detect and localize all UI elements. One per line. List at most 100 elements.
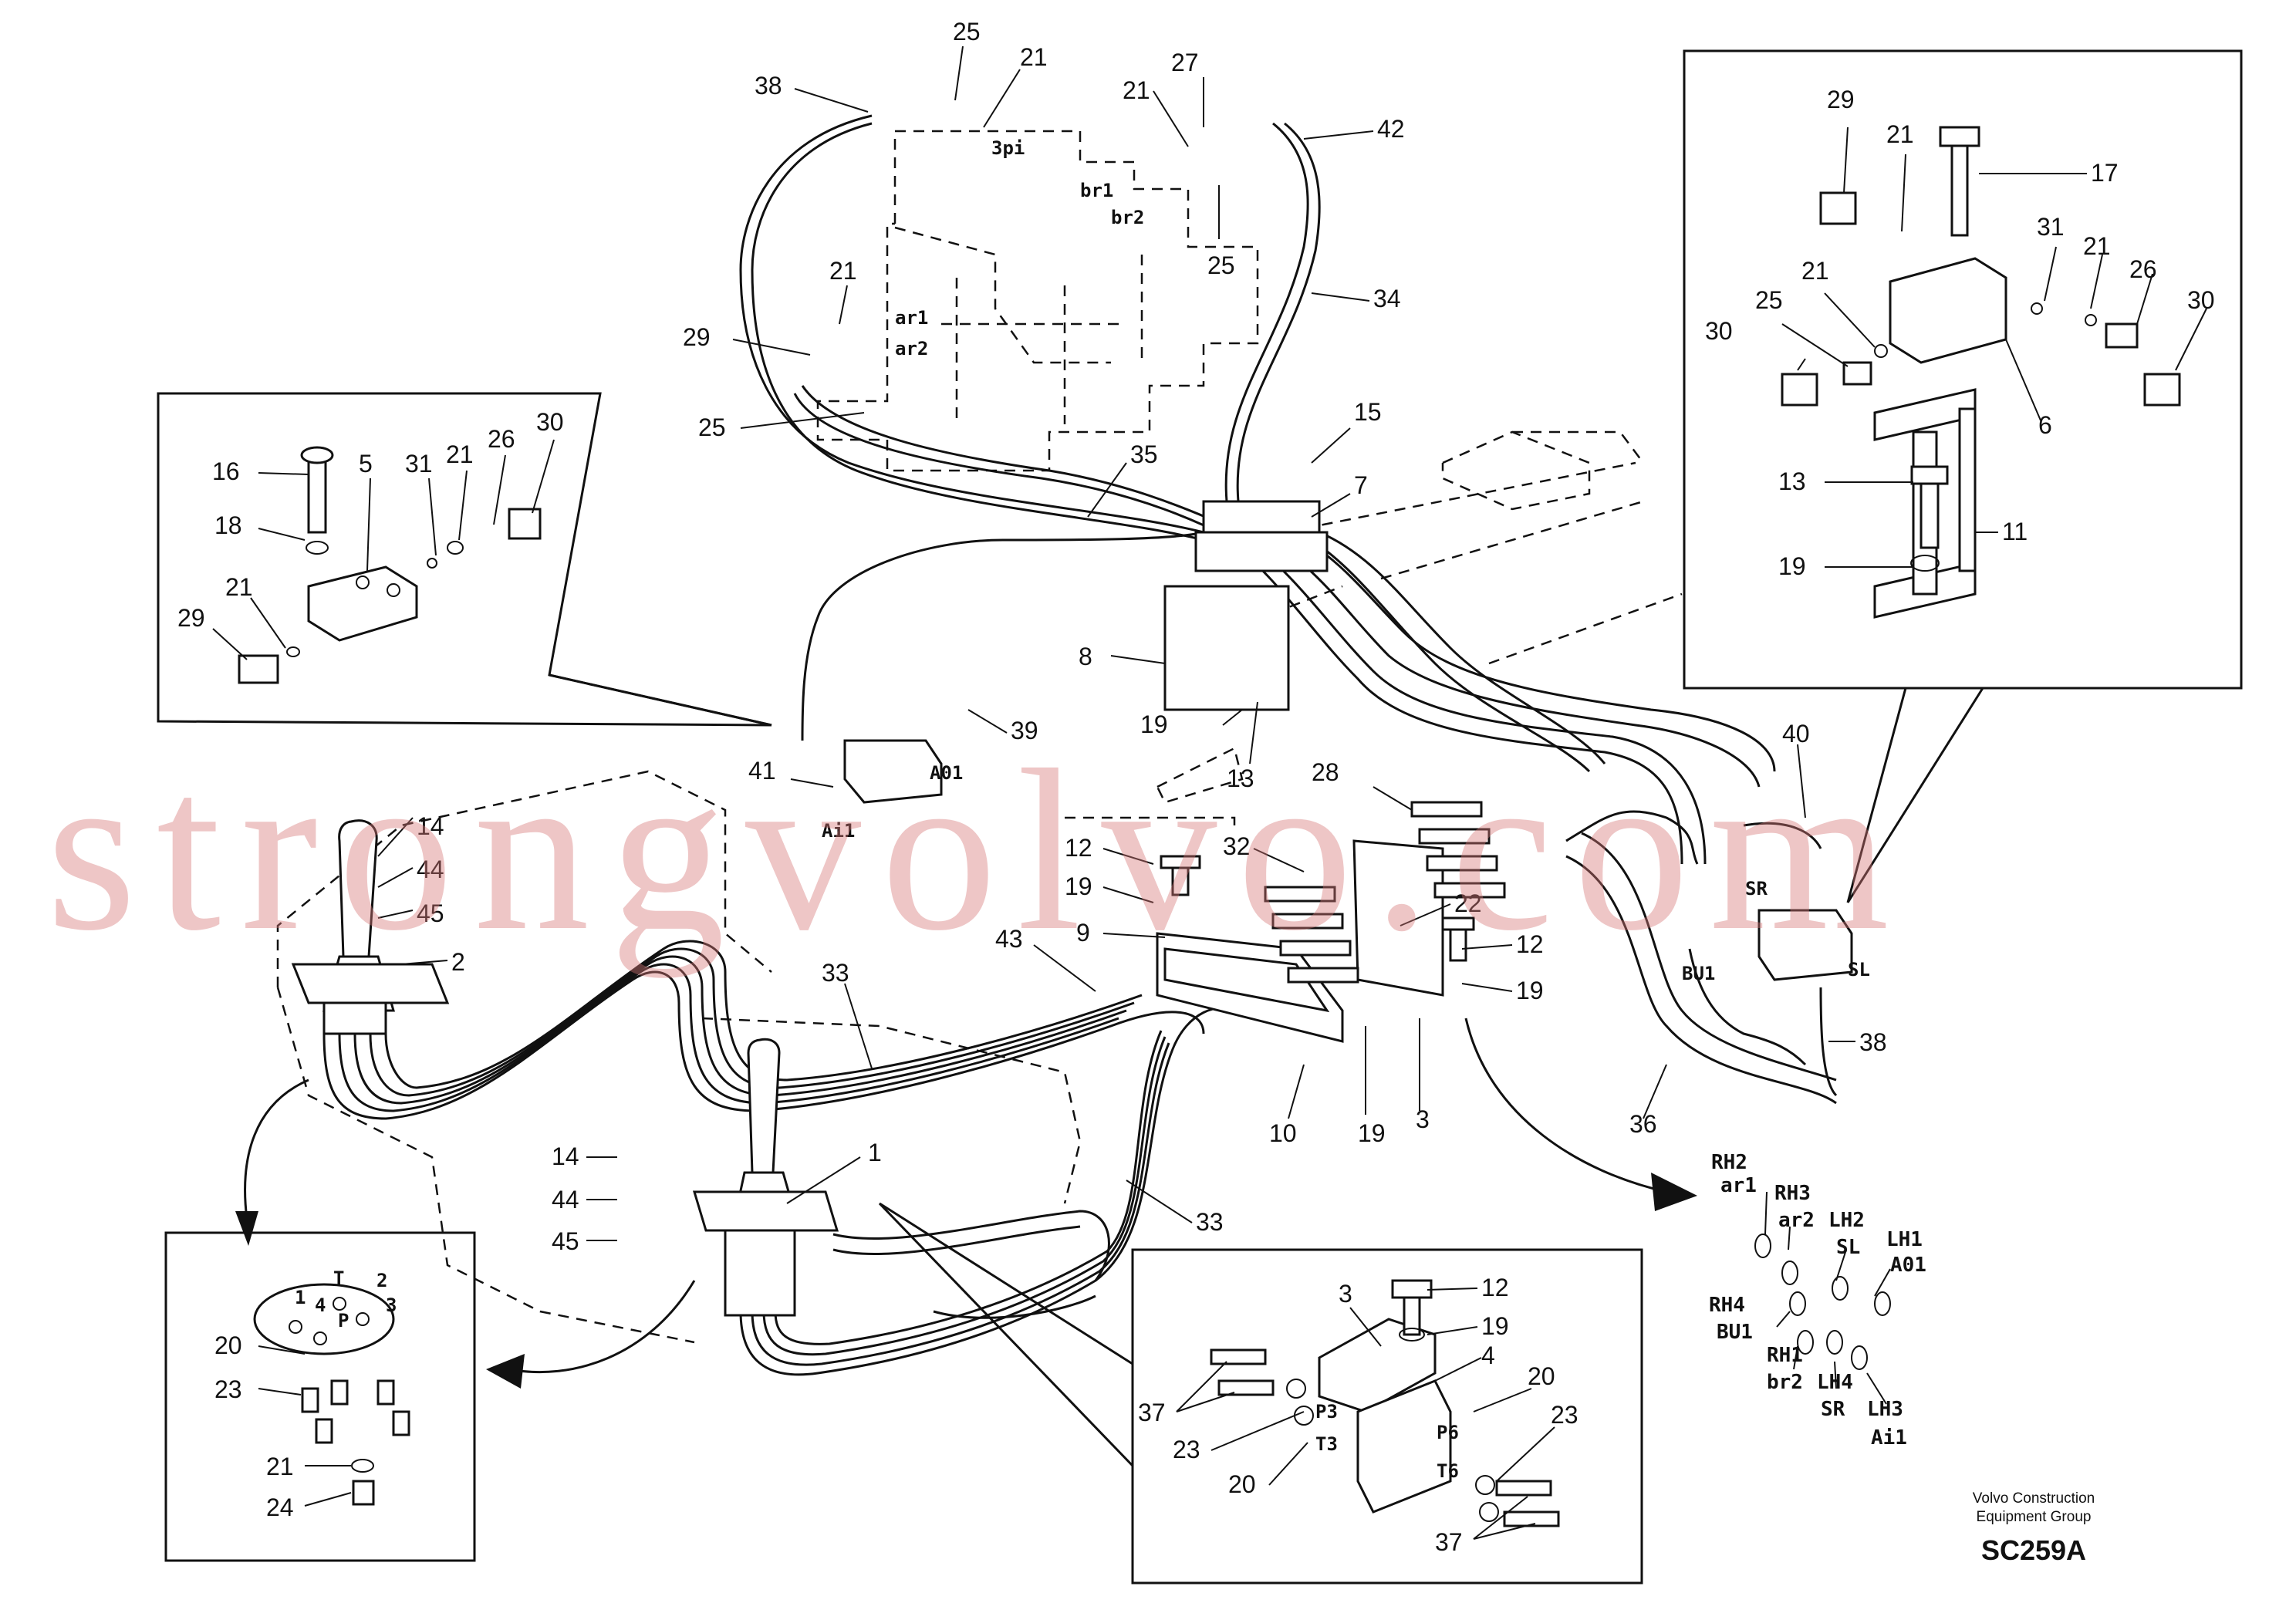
port-br2: br2 <box>1111 207 1144 228</box>
callout-27: 27 <box>1171 49 1199 76</box>
manifold-sr-sl <box>1757 909 1853 981</box>
callout-7: 7 <box>1354 471 1368 499</box>
callout-15: 15 <box>1354 398 1382 426</box>
callout-26: 26 <box>488 425 515 453</box>
callout-12: 12 <box>1516 930 1544 958</box>
legend-lh4-sub: SR <box>1821 1398 1845 1421</box>
callout-24: 24 <box>266 1493 294 1521</box>
figure-code: SC259A <box>1981 1534 2086 1566</box>
callout-28: 28 <box>1312 758 1339 786</box>
callout-4: 4 <box>1481 1342 1495 1369</box>
port-br1: br1 <box>1080 180 1113 201</box>
callout-16: 16 <box>212 457 240 485</box>
inset-box-left-manifold <box>157 392 772 727</box>
callout-6: 6 <box>2038 411 2052 439</box>
callout-19: 19 <box>1358 1119 1386 1147</box>
callout-25: 25 <box>953 18 981 46</box>
legend-lh2: LH2 <box>1828 1209 1865 1232</box>
callout-17: 17 <box>2091 159 2119 187</box>
callout-19: 19 <box>1481 1312 1509 1340</box>
cab-outline <box>276 770 1236 1344</box>
legend-rh4-sub: BU1 <box>1717 1321 1753 1344</box>
inset-control-block-drawing <box>1210 1279 1560 1527</box>
callout-3: 3 <box>1416 1105 1430 1133</box>
callout-21: 21 <box>1123 76 1150 104</box>
port-sl: SL <box>1848 959 1870 980</box>
callout-1: 1 <box>868 1139 882 1166</box>
legend-rh4: RH4 <box>1709 1294 1745 1317</box>
callout-26: 26 <box>2129 255 2157 283</box>
callout-38: 38 <box>1859 1028 1887 1056</box>
footer-company-line1: Volvo Construction <box>1973 1490 2095 1507</box>
callout-2: 2 <box>451 948 465 976</box>
callout-44: 44 <box>417 856 444 883</box>
callout-37: 37 <box>1138 1399 1166 1426</box>
legend-port-rings <box>1754 1234 1891 1370</box>
pilot-hoses <box>739 114 1838 1105</box>
fittings-manifold-22 <box>1160 801 1506 984</box>
callout-13: 13 <box>1227 764 1254 792</box>
callout-20: 20 <box>1228 1470 1256 1498</box>
legend-lh3: LH3 <box>1867 1398 1903 1421</box>
inset-pilot-valve-drawing <box>253 1283 410 1506</box>
port-t3: T3 <box>1315 1433 1338 1455</box>
callout-21: 21 <box>266 1453 294 1480</box>
callout-5: 5 <box>359 450 373 478</box>
callout-21: 21 <box>829 257 857 285</box>
callout-45: 45 <box>417 899 444 927</box>
inset-box-pilot-valve <box>164 1231 476 1562</box>
port-T: T <box>333 1267 344 1289</box>
callout-34: 34 <box>1373 285 1401 312</box>
callout-9: 9 <box>1076 919 1090 947</box>
callout-39: 39 <box>1011 717 1038 744</box>
callout-19: 19 <box>1065 872 1092 900</box>
legend-lh4: LH4 <box>1817 1371 1853 1394</box>
callout-33: 33 <box>1196 1208 1224 1236</box>
port-ai1: Ai1 <box>822 820 855 842</box>
callout-14: 14 <box>417 812 444 840</box>
callout-12: 12 <box>1065 834 1092 862</box>
port-3pi: 3pi <box>991 137 1025 159</box>
legend-rh3: RH3 <box>1774 1182 1811 1205</box>
inset-box-right-manifold <box>1683 49 2243 903</box>
callout-45: 45 <box>552 1227 579 1255</box>
footer-company-line2: Equipment Group <box>1977 1509 2092 1525</box>
callout-30: 30 <box>536 408 564 436</box>
callout-36: 36 <box>1629 1110 1657 1138</box>
legend-rh1: RH1 <box>1767 1344 1803 1367</box>
lever-hose-bundles <box>322 940 1235 1376</box>
callout-22: 22 <box>1454 889 1482 917</box>
callout-30: 30 <box>1705 317 1733 345</box>
callout-25: 25 <box>698 413 726 441</box>
legend-rh3-sub: ar2 <box>1778 1209 1815 1232</box>
callout-19: 19 <box>1778 552 1806 580</box>
callout-21: 21 <box>1801 257 1829 285</box>
callout-42: 42 <box>1377 115 1405 143</box>
leader-lines <box>212 46 2207 1540</box>
callout-21: 21 <box>2083 232 2111 260</box>
port-p6: P6 <box>1437 1422 1459 1443</box>
callout-37: 37 <box>1435 1528 1463 1556</box>
figure-footer: Volvo Construction Equipment Group SC259… <box>1973 1490 2095 1566</box>
legend-lh2-sub: SL <box>1836 1236 1860 1259</box>
callout-29: 29 <box>177 604 205 632</box>
port-1: 1 <box>295 1287 306 1308</box>
callout-13: 13 <box>1778 467 1806 495</box>
callout-38: 38 <box>755 72 782 100</box>
callout-21: 21 <box>446 440 474 468</box>
callout-43: 43 <box>995 925 1023 953</box>
callout-23: 23 <box>214 1375 242 1403</box>
port-2: 2 <box>376 1270 387 1291</box>
legend-lh3-sub: Ai1 <box>1871 1426 1907 1450</box>
callout-14: 14 <box>552 1142 579 1170</box>
callout-20: 20 <box>214 1331 242 1359</box>
port-legend: RH2 ar1 RH3 ar2 LH2 SL LH1 A01 RH4 BU1 R… <box>1709 1151 1926 1450</box>
callout-21: 21 <box>225 573 253 601</box>
inset-right-block <box>1781 126 2181 619</box>
port-labels: 3pi br1 br2 ar1 ar2 A01 Ai1 SR SL BU1 P3… <box>295 137 1870 1482</box>
left-joystick <box>291 819 450 1035</box>
callout-numbers: 25 21 38 27 21 42 25 34 21 29 25 35 15 7… <box>177 18 2215 1556</box>
port-4: 4 <box>315 1294 326 1316</box>
callout-23: 23 <box>1173 1436 1200 1463</box>
frame-outline-right <box>1156 430 1683 804</box>
